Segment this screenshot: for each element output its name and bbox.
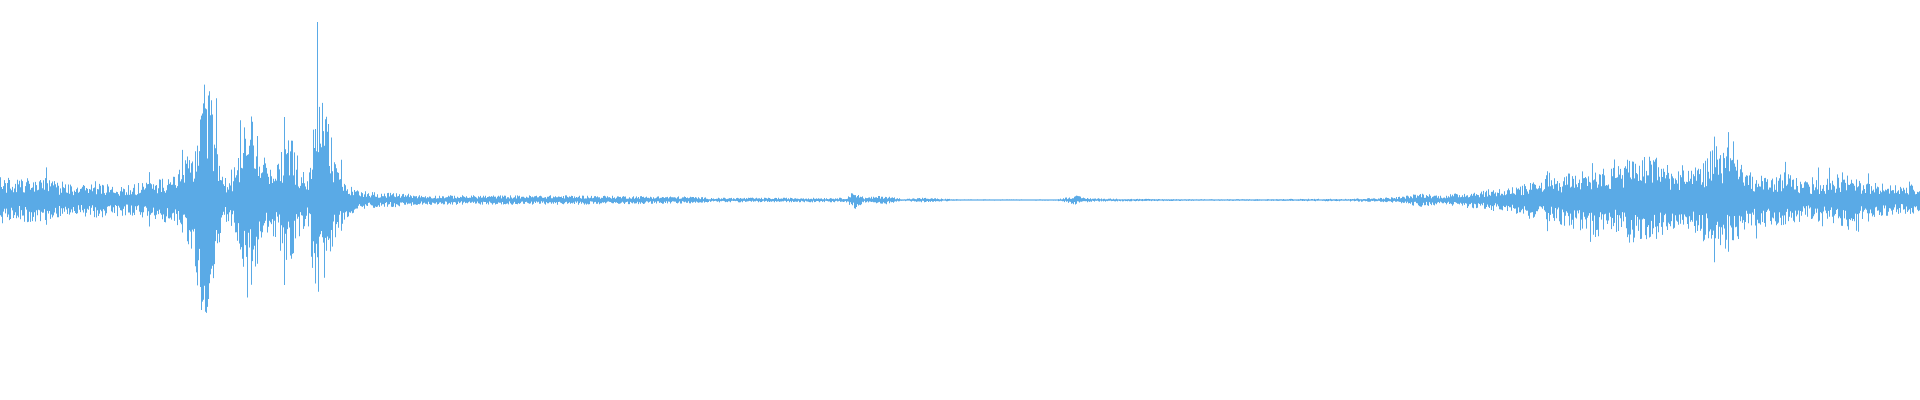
waveform-path: [0, 22, 1920, 313]
